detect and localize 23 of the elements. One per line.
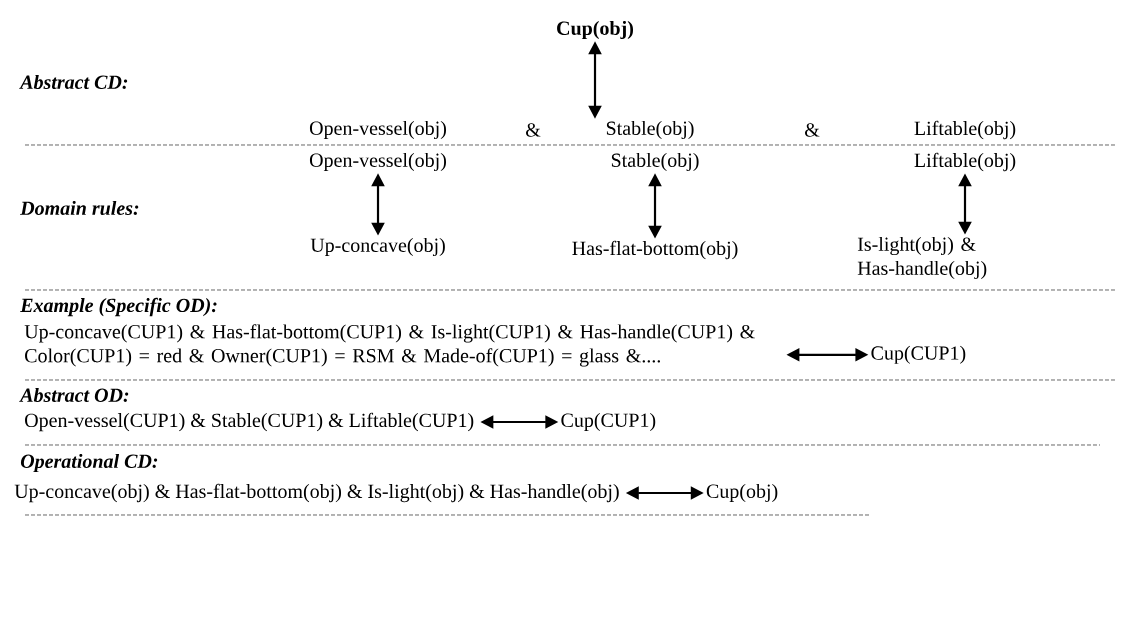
term-text: Open-vessel(obj) (309, 152, 446, 172)
term-text: Cup(CUP1) (561, 412, 656, 432)
section-heading: Abstract CD: (19, 74, 128, 90)
term-text: Liftable(obj) (914, 120, 1016, 140)
conjunction-sign: & (526, 123, 541, 137)
section-heading: Example (Specific OD): (20, 297, 217, 317)
term-text: Open-vessel(CUP1) & Stable(CUP1) & Liftable(CUP1) (25, 412, 474, 432)
term-text: Up-concave(obj) & Has-flat-bottom(obj) & Is-light(obj) & Has-handle(obj) (14, 483, 619, 503)
term-text: Open-vessel(obj) (309, 120, 446, 140)
term-text: Is-light(obj) & Has-handle(obj) (857, 236, 987, 280)
section-heading: Domain rules: (20, 200, 139, 216)
term-text: Stable(obj) (606, 120, 694, 140)
term-text: Cup(CUP1) (871, 345, 966, 364)
term-text: Stable(obj) (611, 152, 699, 172)
term-text: Cup(obj) (706, 483, 778, 503)
conjunction-sign: & (805, 123, 820, 137)
term-text: Up-concave(obj) (310, 237, 445, 257)
term-text: Up-concave(CUP1) & Has-flat-bottom(CUP1) & Is-light(CUP1) & Has-handle(CUP1) & Color(CUP1) = red & Owner(CUP1) = RSM & Made-of(CUP1) = glass &.... (24, 324, 755, 367)
term-text: Liftable(obj) (914, 152, 1016, 172)
term-text: Has-flat-bottom(obj) (572, 240, 738, 260)
section-heading: Operational CD: (20, 453, 158, 473)
term-text: Cup(obj) (557, 20, 633, 40)
section-heading: Abstract OD: (19, 387, 129, 403)
